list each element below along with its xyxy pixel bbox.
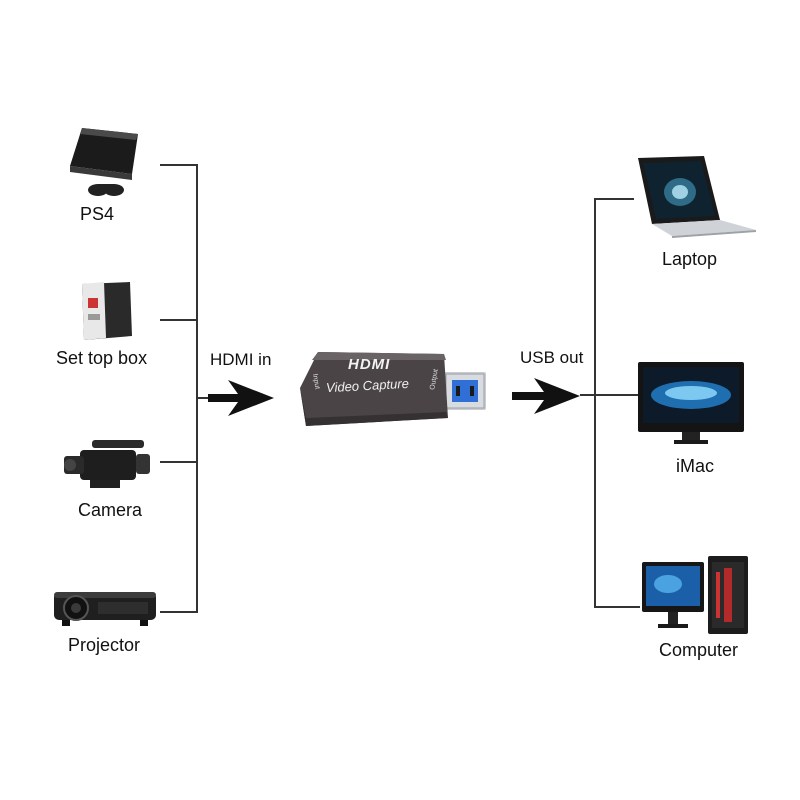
- right-bracket-vertical: [594, 198, 596, 608]
- source-label-ps4: PS4: [80, 204, 115, 224]
- usb-out-label: USB out: [520, 348, 584, 367]
- right-bracket-stem: [580, 394, 596, 396]
- connector-ps4: [160, 164, 198, 166]
- target-label-laptop: Laptop: [662, 249, 718, 269]
- hdmi-logo: HDMI: [348, 356, 391, 373]
- usb-out-arrow-icon: [512, 378, 580, 414]
- desktop-computer-icon: [642, 556, 748, 634]
- connector-camera: [160, 461, 198, 463]
- left-bracket-vertical: [196, 164, 198, 613]
- connector-set-top-box: [160, 319, 198, 321]
- connector-imac: [594, 394, 638, 396]
- hdmi-in-label: HDMI in: [210, 350, 272, 369]
- connector-computer: [594, 606, 640, 608]
- target-label-computer: Computer: [659, 640, 739, 660]
- hdmi-capture-device: HDMI Video Capture Input Output: [296, 340, 496, 430]
- connector-projector: [160, 611, 198, 613]
- capture-device-body: [300, 352, 486, 426]
- video-camera-icon: [64, 440, 150, 488]
- hdmi-in-arrow-icon: [208, 380, 274, 416]
- laptop-icon: [638, 156, 756, 238]
- source-label-camera: Camera: [78, 500, 143, 520]
- set-top-box-icon: [82, 282, 132, 340]
- target-label-imac: iMac: [676, 456, 715, 476]
- ps4-console-icon: [70, 128, 138, 196]
- source-label-projector: Projector: [68, 635, 141, 655]
- imac-icon: [638, 362, 744, 444]
- projector-icon: [54, 592, 156, 626]
- source-label-set-top-box: Set top box: [56, 348, 148, 368]
- connector-laptop: [594, 198, 634, 200]
